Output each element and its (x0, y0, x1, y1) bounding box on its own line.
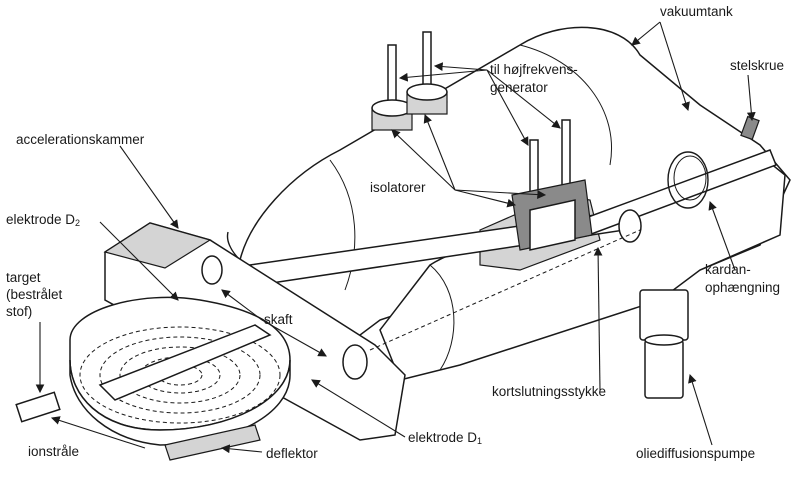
label-skaft: skaft (264, 312, 293, 327)
label-target-line3: stof) (6, 304, 33, 319)
label-kortslutningsstykke: kortslutningsstykke (492, 384, 607, 399)
diffusion-pump (639, 289, 689, 399)
label-deflektor: deflektor (266, 446, 318, 461)
label-vakuumtank: vakuumtank (660, 4, 733, 19)
label-hf-line2: generator (490, 80, 548, 95)
label-elektrode-d2-text: elektrode D (6, 212, 76, 227)
label-elektrode-d1-text: elektrode D (408, 430, 478, 445)
target-disc (69, 296, 291, 461)
label-target-line2: (bestrålet (6, 287, 63, 302)
label-target-line1: target (6, 270, 41, 285)
leader-lines (35, 21, 756, 454)
label-hf-line1: til højfrekvens- (490, 62, 578, 77)
label-stelskrue: stelskrue (730, 58, 785, 73)
label-kardan-line2: ophængning (705, 280, 781, 295)
label-ionstraale: ionstråle (28, 444, 80, 459)
hf-feedthroughs (371, 31, 593, 251)
kardan-ring (667, 151, 709, 209)
label-elektrode-d2-sub: 2 (75, 218, 81, 228)
label-accelerationskammer: accelerationskammer (16, 132, 145, 147)
label-elektrode-d2: elektrode D2 (6, 212, 80, 231)
label-kardan-line1: kardan- (705, 262, 751, 277)
label-isolatorer: isolatorer (370, 180, 426, 195)
stelskrue-screw (740, 115, 760, 141)
label-oliediffusionspumpe: oliediffusionspumpe (636, 446, 756, 461)
target-plate (15, 391, 61, 423)
label-elektrode-d1: elektrode D1 (408, 430, 482, 449)
label-elektrode-d1-sub: 1 (477, 436, 483, 446)
